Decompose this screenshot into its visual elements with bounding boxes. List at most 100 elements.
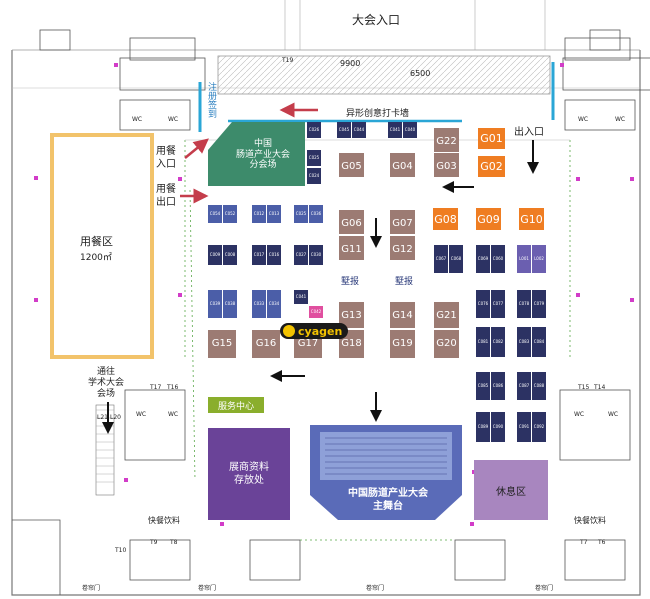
booth-small[interactable]: C082 [491,327,505,357]
booth-small[interactable]: C041 [294,290,308,304]
booth-g06[interactable]: G06 [339,210,364,234]
booth-small[interactable]: C090 [491,412,505,442]
wc-label-top-right: WC [578,116,589,123]
booth-small[interactable]: C045 [337,122,351,138]
booth-small[interactable]: C025 [307,150,321,166]
rest-area[interactable]: 休息区 [474,460,548,520]
t7-label: T7 [580,539,588,546]
booth-g05[interactable]: G05 [339,153,364,177]
booth-g14-label: G14 [392,310,413,321]
booth-g01[interactable]: G01 [478,128,505,149]
booth-small[interactable]: C077 [491,290,505,318]
main-entrance-label: 大会入口 [352,13,401,27]
booth-small[interactable]: C060 [491,245,505,273]
booth-small[interactable]: C092 [532,412,546,442]
booth-g03-label: G03 [436,161,457,172]
booth-small[interactable]: C089 [476,412,490,442]
booth-small[interactable]: C086 [491,372,505,400]
booth-g04-label: G04 [392,161,413,172]
booth-small[interactable]: C024 [307,168,321,184]
booth-small[interactable]: C076 [476,290,490,318]
dining-entrance-label: 用餐 入口 [156,146,176,170]
booth-small[interactable]: C033 [252,290,266,318]
booth-g20[interactable]: G20 [434,330,459,358]
booth-small[interactable]: C054 [208,205,222,223]
t14-label: T14 [594,384,606,391]
booth-small[interactable]: C068 [449,245,463,273]
booth-g11-label: G11 [341,244,362,255]
booth-small[interactable]: C013 [267,205,281,223]
l21-label: L21 [97,414,108,421]
wc-label-lower-right-2: WC [608,411,619,418]
fast-food-left: 快餐饮料 [148,516,180,525]
booth-g11[interactable]: G11 [339,236,364,260]
booth-small[interactable]: C034 [267,290,281,318]
cyagen-wordmark: cyagen [298,324,343,338]
booth-g07-label: G07 [392,218,413,229]
booth-small[interactable]: C027 [294,245,308,265]
booth-small[interactable]: C044 [352,122,366,138]
booth-g10[interactable]: G10 [519,208,544,230]
booth-small[interactable]: C009 [208,245,222,265]
booth-g12[interactable]: G12 [390,236,415,260]
l20-label: L20 [110,414,121,421]
booth-small[interactable]: C030 [309,245,323,265]
rolldoor-3: 卷帘门 [366,585,385,592]
booth-g22[interactable]: G22 [434,128,459,152]
wc-label-lower-right: WC [574,411,585,418]
booth-small[interactable]: C078 [517,290,531,318]
booth-small[interactable]: C081 [476,327,490,357]
poster-label-2: 墅报 [395,277,414,287]
booth-small[interactable]: C012 [252,205,266,223]
service-center[interactable]: 服务中心 [208,397,264,413]
booth-small[interactable]: C016 [267,245,281,265]
booth-small[interactable]: C088 [532,372,546,400]
booth-g21[interactable]: G21 [434,302,459,328]
booth-g15[interactable]: G15 [208,330,236,358]
booth-small[interactable]: C087 [517,372,531,400]
booth-small[interactable]: C069 [476,245,490,273]
booth-g02[interactable]: G02 [478,156,505,177]
booth-small[interactable]: C084 [532,327,546,357]
booth-small[interactable]: C067 [434,245,448,273]
booth-small[interactable]: C025 [294,205,308,223]
booth-small[interactable]: C036 [309,205,323,223]
booth-small[interactable]: C041 [388,122,402,138]
booth-small[interactable]: C017 [252,245,266,265]
t16-label: T16 [167,384,179,391]
booth-small[interactable]: C052 [223,205,237,223]
booth-small[interactable]: C083 [517,327,531,357]
booth-small[interactable]: C042 [309,306,323,318]
booth-g04[interactable]: G04 [390,153,415,177]
booth-small[interactable]: C039 [208,290,222,318]
exhibitor-storage[interactable]: 展商资料 存放处 [208,428,290,520]
t19-label: T19 [282,57,294,64]
t15-label: T15 [578,384,590,391]
booth-g22-label: G22 [436,136,457,147]
booth-small[interactable]: C085 [476,372,490,400]
booth-g13-label: G13 [341,310,362,321]
booth-small[interactable]: C091 [517,412,531,442]
booth-small[interactable]: C026 [307,122,321,138]
booth-g08[interactable]: G08 [433,208,458,230]
booth-g07[interactable]: G07 [390,210,415,234]
booth-g19[interactable]: G19 [390,330,415,358]
booth-g03[interactable]: G03 [434,153,459,177]
rolldoor-1: 卷帘门 [82,585,101,592]
dining-exit-label: 用餐 出口 [156,184,176,208]
booth-g16[interactable]: G16 [252,330,280,358]
booth-small[interactable]: C008 [223,245,237,265]
booth-g09[interactable]: G09 [476,208,501,230]
exit-entrance-label: 出入口 [514,127,544,138]
booth-small[interactable]: L001 [517,245,531,273]
booth-g14[interactable]: G14 [390,302,415,328]
t8-label: T8 [170,539,178,546]
booth-small[interactable]: C079 [532,290,546,318]
booth-g15-label: G15 [211,338,233,349]
booth-small[interactable]: C038 [223,290,237,318]
booth-small[interactable]: L002 [532,245,546,273]
booth-small[interactable]: C040 [403,122,417,138]
booth-g20-label: G20 [436,338,457,349]
